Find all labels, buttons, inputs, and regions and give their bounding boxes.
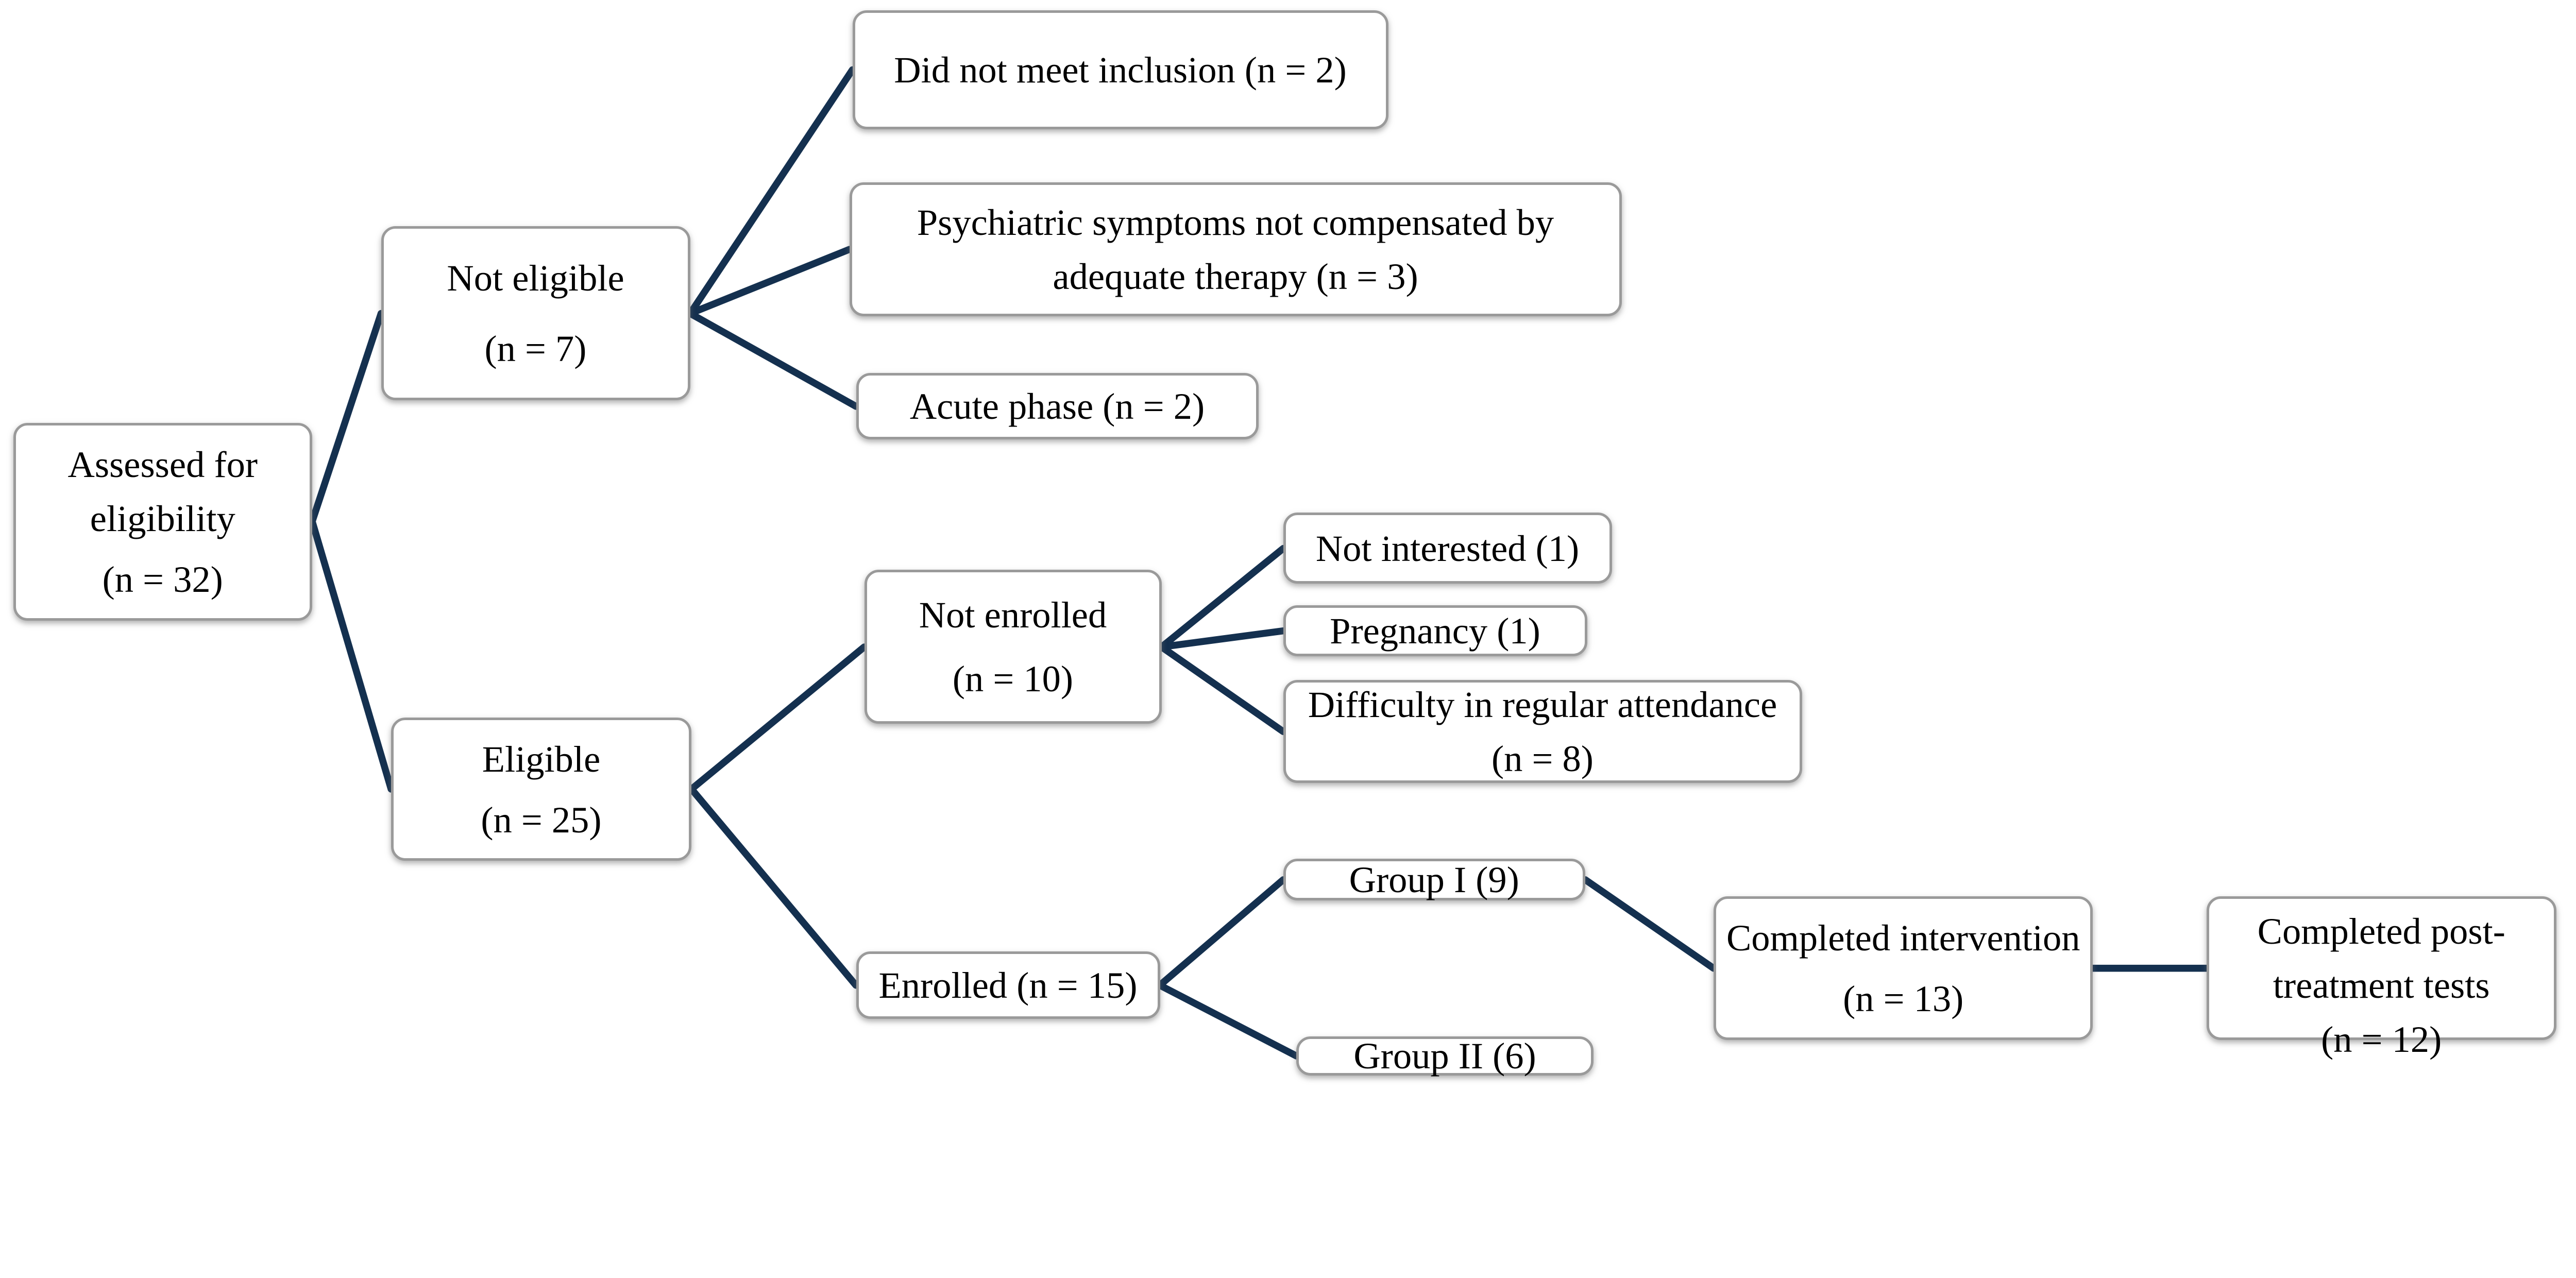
node-completed-post-count: (n = 12) (2321, 1018, 2442, 1061)
edge-assessed-to-eligible (309, 518, 395, 793)
node-completed-intervention: Completed intervention (n = 13) (1713, 896, 2093, 1041)
node-acute-label: Acute phase (n = 2) (909, 385, 1205, 428)
node-assessed-count: (n = 32) (102, 558, 223, 601)
edge-eligible-to-not-enrolled (688, 643, 868, 793)
node-completed-intervention-count: (n = 13) (1843, 978, 1964, 1020)
edge-assessed-to-not-eligible (309, 310, 385, 525)
edge-not-eligible-to-psychiatric (686, 246, 853, 317)
node-group-1: Group I (9) (1283, 859, 1585, 900)
node-did-not-meet-label: Did not meet inclusion (n = 2) (894, 49, 1347, 91)
node-not-enrolled: Not enrolled (n = 10) (864, 570, 1162, 724)
node-eligible: Eligible (n = 25) (391, 718, 691, 861)
node-eligible-count: (n = 25) (481, 798, 602, 841)
edge-enrolled-to-group-1 (1156, 876, 1287, 989)
node-not-enrolled-label: Not enrolled (919, 593, 1107, 636)
edge-not-enrolled-to-pregnancy (1158, 627, 1287, 651)
node-did-not-meet-inclusion: Did not meet inclusion (n = 2) (852, 10, 1388, 130)
node-completed-post-label: Completed post-treatment tests (2257, 910, 2505, 1007)
edge-eligible-to-enrolled (688, 786, 860, 989)
edge-not-enrolled-to-not-interested (1158, 544, 1287, 651)
connector-layer (309, 66, 2210, 1060)
node-not-eligible: Not eligible (n = 7) (381, 226, 690, 400)
node-psychiatric-symptoms: Psychiatric symptoms not compensated by … (849, 182, 1622, 316)
node-eligible-label: Eligible (482, 738, 601, 780)
node-assessed-label: Assessed for eligibility (67, 443, 258, 540)
node-completed-intervention-label: Completed intervention (1726, 917, 2080, 959)
node-enrolled: Enrolled (n = 15) (856, 951, 1160, 1019)
node-difficulty-label: Difficulty in regular attendance (n = 8) (1308, 683, 1777, 779)
node-pregnancy: Pregnancy (1) (1283, 605, 1587, 656)
node-psychiatric-label: Psychiatric symptoms not compensated by … (917, 201, 1554, 297)
edge-not-eligible-to-acute (686, 310, 860, 410)
edge-group-1-to-completed-intervention (1582, 876, 1717, 972)
node-not-interested: Not interested (1) (1283, 513, 1612, 584)
node-group-2: Group II (6) (1296, 1035, 1594, 1077)
edge-enrolled-to-group-2 (1156, 981, 1300, 1060)
node-not-eligible-label: Not eligible (447, 257, 624, 299)
flow-diagram: Assessed for eligibility (n = 32) Not el… (13, 10, 2556, 1077)
node-not-enrolled-count: (n = 10) (952, 658, 1074, 700)
node-group-1-label: Group I (9) (1349, 858, 1519, 900)
edge-not-enrolled-to-difficulty (1158, 643, 1287, 735)
node-completed-post-treatment: Completed post-treatment tests (n = 12) (2206, 896, 2556, 1060)
node-group-2-label: Group II (6) (1353, 1035, 1536, 1077)
node-acute-phase: Acute phase (n = 2) (856, 373, 1259, 440)
node-not-interested-label: Not interested (1) (1315, 527, 1580, 569)
node-enrolled-label: Enrolled (n = 15) (878, 964, 1138, 1006)
node-assessed: Assessed for eligibility (n = 32) (13, 423, 312, 621)
node-not-eligible-count: (n = 7) (484, 328, 587, 370)
edge-not-eligible-to-did-not-meet (686, 66, 856, 317)
node-pregnancy-label: Pregnancy (1) (1330, 609, 1540, 652)
node-difficulty-attendance: Difficulty in regular attendance (n = 8) (1283, 679, 1802, 783)
